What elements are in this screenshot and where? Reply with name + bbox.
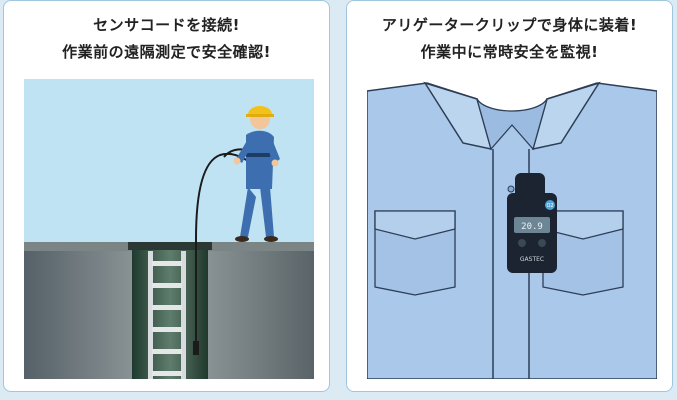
left-caption-line1: センサコードを接続!: [93, 16, 240, 34]
shirt-illustration: O2 20.9 GASTEC: [367, 79, 657, 379]
left-panel: センサコードを接続! 作業前の遠隔測定で安全確認!: [3, 0, 330, 392]
ladder: [148, 251, 186, 379]
device-brand: GASTEC: [520, 256, 544, 263]
right-caption-line2: 作業中に常時安全を監視!: [420, 43, 599, 61]
device-button-left: [518, 239, 526, 247]
shirt-button: [507, 185, 515, 193]
device-sensor-head: [515, 173, 545, 199]
manhole-scene-svg: [24, 79, 314, 379]
device-badge-text: O2: [546, 203, 553, 209]
device-button-right: [538, 239, 546, 247]
right-panel: アリゲータークリップで身体に装着! 作業中に常時安全を監視!: [346, 0, 673, 392]
neck-opening: [476, 98, 548, 151]
device-reading: 20.9: [521, 222, 543, 232]
sensor-probe: [193, 341, 199, 355]
shirt-scene-svg: O2 20.9 GASTEC: [367, 81, 657, 379]
worker-figure: [233, 106, 280, 242]
gas-detector-device: O2 20.9 GASTEC: [507, 173, 557, 273]
left-caption-line2: 作業前の遠隔測定で安全確認!: [62, 43, 271, 61]
device-screen: [514, 217, 550, 233]
manhole-illustration: [24, 79, 314, 379]
right-caption-line1: アリゲータークリップで身体に装着!: [381, 16, 638, 34]
device-o2-badge: [545, 200, 555, 210]
manhole-rim: [128, 242, 212, 250]
left-pocket-flap: [374, 210, 456, 240]
